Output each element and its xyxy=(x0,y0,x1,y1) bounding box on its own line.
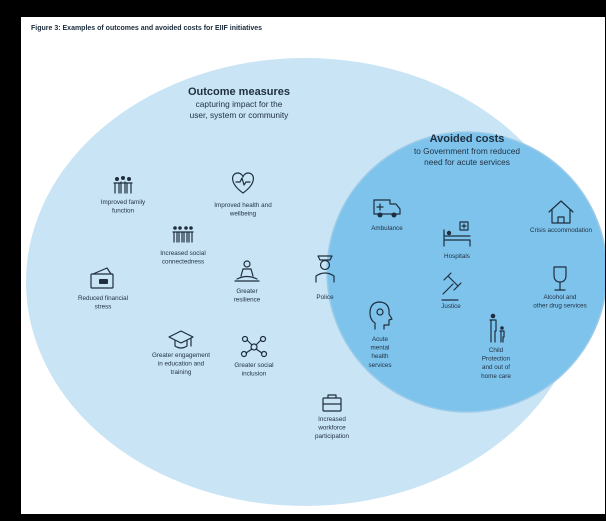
wallet-icon xyxy=(90,267,114,289)
outcome-subheading-line1: capturing impact for the xyxy=(196,99,283,109)
avoided-subheading-line2: need for acute services xyxy=(424,157,510,167)
avoided-item-label: other drug services xyxy=(533,303,587,310)
outcome-item-label: connectedness xyxy=(162,259,204,266)
outcome-item-label: function xyxy=(112,208,135,215)
avoided-item-label: Ambulance xyxy=(371,225,403,232)
avoided-item-label: Child xyxy=(489,347,504,354)
outcome-subheading-line2: user, system or community xyxy=(190,110,290,120)
outcome-item-label: Improved family xyxy=(101,199,146,206)
graduation-cap-icon xyxy=(168,330,194,349)
outcomes-diagram: Outcome measures capturing impact for th… xyxy=(26,58,605,506)
outcome-item-label: stress xyxy=(95,304,112,311)
avoided-item-label: Police xyxy=(316,294,334,301)
outcome-item-label: Greater social xyxy=(234,362,273,369)
head-mind-icon xyxy=(369,301,393,330)
outcome-item-label: inclusion xyxy=(242,371,267,378)
outcome-item-label: Reduced financial xyxy=(78,295,128,302)
avoided-item-label: Protection xyxy=(482,356,511,363)
outcome-heading: Outcome measures xyxy=(188,86,290,98)
avoided-item-label: services xyxy=(368,362,391,369)
meditation-icon xyxy=(234,260,260,282)
outcome-item-label: Greater engagement xyxy=(152,352,210,359)
avoided-heading: Avoided costs xyxy=(430,133,505,145)
item-labels: Improved family function Improved health a… xyxy=(78,199,592,440)
parent-child-icon xyxy=(489,313,505,343)
family-icon xyxy=(113,176,133,194)
avoided-item-label: health xyxy=(371,353,389,360)
avoided-item-label: Justice xyxy=(441,303,461,310)
avoided-costs-circle xyxy=(326,131,605,413)
figure-title: Figure 3: Examples of outcomes and avoid… xyxy=(31,25,263,32)
outcome-item-label: workforce xyxy=(317,425,346,432)
avoided-item-label: home care xyxy=(481,373,511,380)
avoided-item-label: and out of xyxy=(482,364,510,371)
house-icon xyxy=(548,200,574,224)
avoided-item-label: Alcohol and xyxy=(544,294,577,301)
outcome-item-label: participation xyxy=(315,433,349,440)
wine-glass-icon xyxy=(553,266,567,291)
avoided-subheading-line1: to Government from reduced xyxy=(414,146,520,156)
people-group-icon xyxy=(172,226,194,243)
police-officer-icon xyxy=(315,255,335,283)
network-icon xyxy=(240,335,268,358)
outcome-item-label: training xyxy=(171,369,192,376)
avoided-item-label: Hospitals xyxy=(444,253,470,260)
heart-pulse-icon xyxy=(232,172,254,194)
ambulance-icon xyxy=(373,199,401,218)
outcome-item-label: in education and xyxy=(158,361,205,368)
outcome-item-label: Increased social xyxy=(160,250,206,257)
outcome-item-label: Improved health and xyxy=(214,202,272,209)
outcome-item-label: Greater xyxy=(236,288,257,295)
outcome-item-label: wellbeing xyxy=(229,211,257,218)
gavel-icon xyxy=(441,272,462,301)
outcome-item-label: resilience xyxy=(234,297,261,304)
avoided-item-label: mental xyxy=(371,345,390,352)
figure-page: Figure 3: Examples of outcomes and avoid… xyxy=(21,17,605,514)
outcome-item-label: Increased xyxy=(318,416,346,423)
hospital-bed-icon xyxy=(443,221,471,247)
briefcase-icon xyxy=(322,394,342,412)
avoided-item-label: Acute xyxy=(372,336,389,343)
avoided-item-label: Crisis accommodation xyxy=(530,227,592,234)
